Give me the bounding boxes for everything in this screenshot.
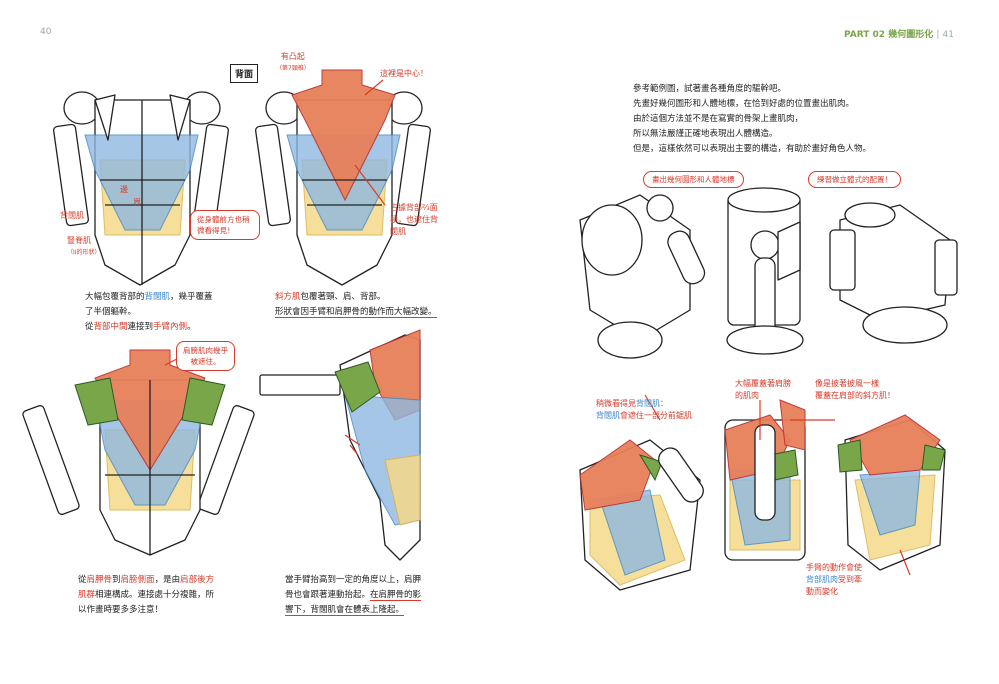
bubble-deltoid-hidden: 肩膀肌肉幾乎 被遮住。 bbox=[176, 341, 235, 371]
note4c: 受到牽 bbox=[838, 575, 862, 584]
label-occupies-3: 闊肌 bbox=[390, 227, 406, 236]
c1c: ，幾乎覆蓋 bbox=[170, 292, 213, 302]
header-sep: | bbox=[936, 30, 940, 40]
label-erector-sub: （II的形狀） bbox=[67, 249, 101, 256]
label-occupies-1: 占據背部⅔面 bbox=[390, 203, 438, 212]
label-bump: 有凸起 （第7頸椎） bbox=[276, 51, 310, 75]
label-lat: 背闊肌 bbox=[60, 211, 84, 220]
c4a: 當手臂抬高到一定的角度以上，肩胛 bbox=[285, 575, 422, 585]
intro-3: 由於這個方法並不是在寫實的骨架上畫肌肉， bbox=[633, 114, 804, 124]
note2a: 大幅覆蓋著肩膀 bbox=[735, 379, 791, 388]
page-number-right: 41 bbox=[942, 30, 954, 40]
c3a: 從 bbox=[78, 575, 87, 585]
note-lat-visible: 稍微看得見背闊肌： 背闊肌會遮住一部分前鋸肌 bbox=[596, 398, 692, 422]
geometric-form-1 bbox=[579, 194, 706, 359]
c4b: 骨也會跟著連動抬起。 bbox=[285, 590, 371, 600]
caption-lat: 大幅包覆背部的背闊肌，幾乎覆蓋 了半個軀幹。 從背部中間連接到手臂內側。 bbox=[85, 290, 255, 335]
arrow-note4 bbox=[899, 549, 911, 576]
c4d: 響下，背闊肌會在體表上隆起。 bbox=[285, 605, 405, 616]
c2a: 斜方肌 bbox=[275, 292, 301, 302]
bubble-side-visible: 從身體前方也稍微看得見！ bbox=[190, 210, 260, 240]
c3f: 肩部後方 bbox=[180, 575, 215, 585]
intro-4: 所以無法嚴謹正確地表現出人體構造。 bbox=[633, 129, 778, 139]
c1i: 。 bbox=[187, 322, 196, 332]
label-occupies-2: 積，也遮住背 bbox=[390, 215, 438, 224]
geometric-form-2 bbox=[726, 187, 804, 355]
note1c: ： bbox=[660, 399, 668, 408]
label-bump-sub: （第7頸椎） bbox=[276, 65, 310, 72]
muscle-form-3 bbox=[837, 414, 946, 571]
page-number-left: 40 bbox=[40, 27, 52, 37]
label-wing1: 邊 bbox=[120, 185, 128, 194]
c3i: 以作畫時要多多注意！ bbox=[78, 605, 164, 615]
label-occupies: 占據背部⅔面 積，也遮住背 闊肌 bbox=[390, 202, 438, 238]
c1a: 大幅包覆背部的 bbox=[85, 292, 145, 302]
caption-deltoid: 從肩胛骨到肩膀側面，是由肩部後方 肌群相連構成。連接處十分複雜，所 以作畫時要多… bbox=[78, 573, 248, 618]
note3a: 像是披著披風一樣 bbox=[815, 379, 879, 388]
note1a: 稍微看得見 bbox=[596, 399, 636, 408]
arrow-note1 bbox=[644, 394, 661, 421]
label-center: 這裡是中心！ bbox=[380, 69, 428, 78]
figure-back-trapezius bbox=[255, 69, 431, 286]
label-erector-main: 豎脊肌 bbox=[67, 236, 91, 245]
pill-practice-3d: 練習做立體式的配置！ bbox=[808, 171, 901, 188]
bubble-deltoid-2: 被遮住。 bbox=[190, 357, 221, 366]
intro-1: 參考範例圖，試著畫各種角度的驅幹吧。 bbox=[633, 84, 787, 94]
c2b: 包覆著頸、肩、背部。 bbox=[300, 292, 386, 302]
c2c: 形狀會因手臂和肩胛骨的動作而大幅改變。 bbox=[275, 307, 437, 318]
figure-arm-raised bbox=[259, 329, 421, 561]
figure-back-deltoid bbox=[22, 349, 255, 556]
c3c: 到 bbox=[112, 575, 121, 585]
c3e: ，是由 bbox=[154, 575, 181, 585]
intro-2: 先畫好幾何圖形和人體地標，在恰到好處的位置畫出肌肉。 bbox=[633, 99, 855, 109]
note4d: 動而變化 bbox=[806, 587, 838, 596]
label-wing2: 界 bbox=[133, 198, 141, 207]
c3h: 相連構成。連接處十分複雜，所 bbox=[95, 590, 215, 600]
note2b: 的肌肉 bbox=[735, 391, 759, 400]
c1g: 連接到 bbox=[127, 322, 154, 332]
note4a: 手臂的動作會使 bbox=[806, 563, 862, 572]
note-arm-motion: 手臂的動作會使 背部肌肉受到牽 動而變化 bbox=[806, 562, 862, 598]
c3g: 肌群 bbox=[78, 590, 96, 600]
c1d: 了半個軀幹。 bbox=[85, 307, 137, 317]
c1f: 背部中間 bbox=[93, 322, 128, 332]
header-title: 幾何圖形化 bbox=[888, 30, 934, 40]
header-part: PART 02 bbox=[844, 30, 886, 40]
c3b: 肩胛骨 bbox=[86, 575, 113, 585]
note1e: 會遮住一部分前鋸肌 bbox=[620, 411, 692, 420]
c3d: 肩膀側面 bbox=[120, 575, 155, 585]
bubble-deltoid-1: 肩膀肌肉幾乎 bbox=[183, 346, 228, 355]
caption-raised-arm: 當手臂抬高到一定的角度以上，肩胛 骨也會跟著連動抬起。在肩胛骨的影 響下，背闊肌… bbox=[285, 573, 460, 618]
note-cape-trapezius: 像是披著披風一樣 覆蓋在肩部的斜方肌！ bbox=[815, 378, 895, 402]
muscle-form-2 bbox=[724, 399, 806, 561]
note1b: 背闊肌 bbox=[636, 399, 660, 408]
muscle-form-1 bbox=[579, 439, 704, 591]
caption-trapezius: 斜方肌包覆著頸、肩、背部。 形狀會因手臂和肩胛骨的動作而大幅改變。 bbox=[275, 290, 455, 320]
note-shoulder-muscle: 大幅覆蓋著肩膀 的肌肉 bbox=[735, 378, 791, 402]
note1d: 背闊肌 bbox=[596, 411, 620, 420]
back-view-badge: 背面 bbox=[230, 64, 259, 83]
c1b: 背闊肌 bbox=[144, 292, 171, 302]
page-header: PART 02 幾何圖形化 | 41 bbox=[844, 27, 954, 40]
intro-5: 但是，這樣依然可以表現出主要的構造，有助於畫好角色人物。 bbox=[633, 144, 872, 154]
label-erector: 豎脊肌 （II的形狀） bbox=[67, 235, 101, 259]
note3b: 覆蓋在肩部的斜方肌！ bbox=[815, 391, 895, 400]
geometric-form-3 bbox=[829, 202, 958, 344]
note4b: 背部肌肉 bbox=[806, 575, 838, 584]
c4c: 在肩胛骨的影 bbox=[370, 590, 422, 601]
figure-back-lat bbox=[53, 91, 229, 286]
right-intro: 參考範例圖，試著畫各種角度的驅幹吧。 先畫好幾何圖形和人體地標，在恰到好處的位置… bbox=[633, 82, 963, 157]
c1h: 手臂內側 bbox=[153, 322, 188, 332]
pill-draw-geometry: 畫出幾何圖形和人體地標 bbox=[643, 171, 744, 188]
label-bump-main: 有凸起 bbox=[280, 52, 305, 61]
c1e: 從 bbox=[85, 322, 94, 332]
